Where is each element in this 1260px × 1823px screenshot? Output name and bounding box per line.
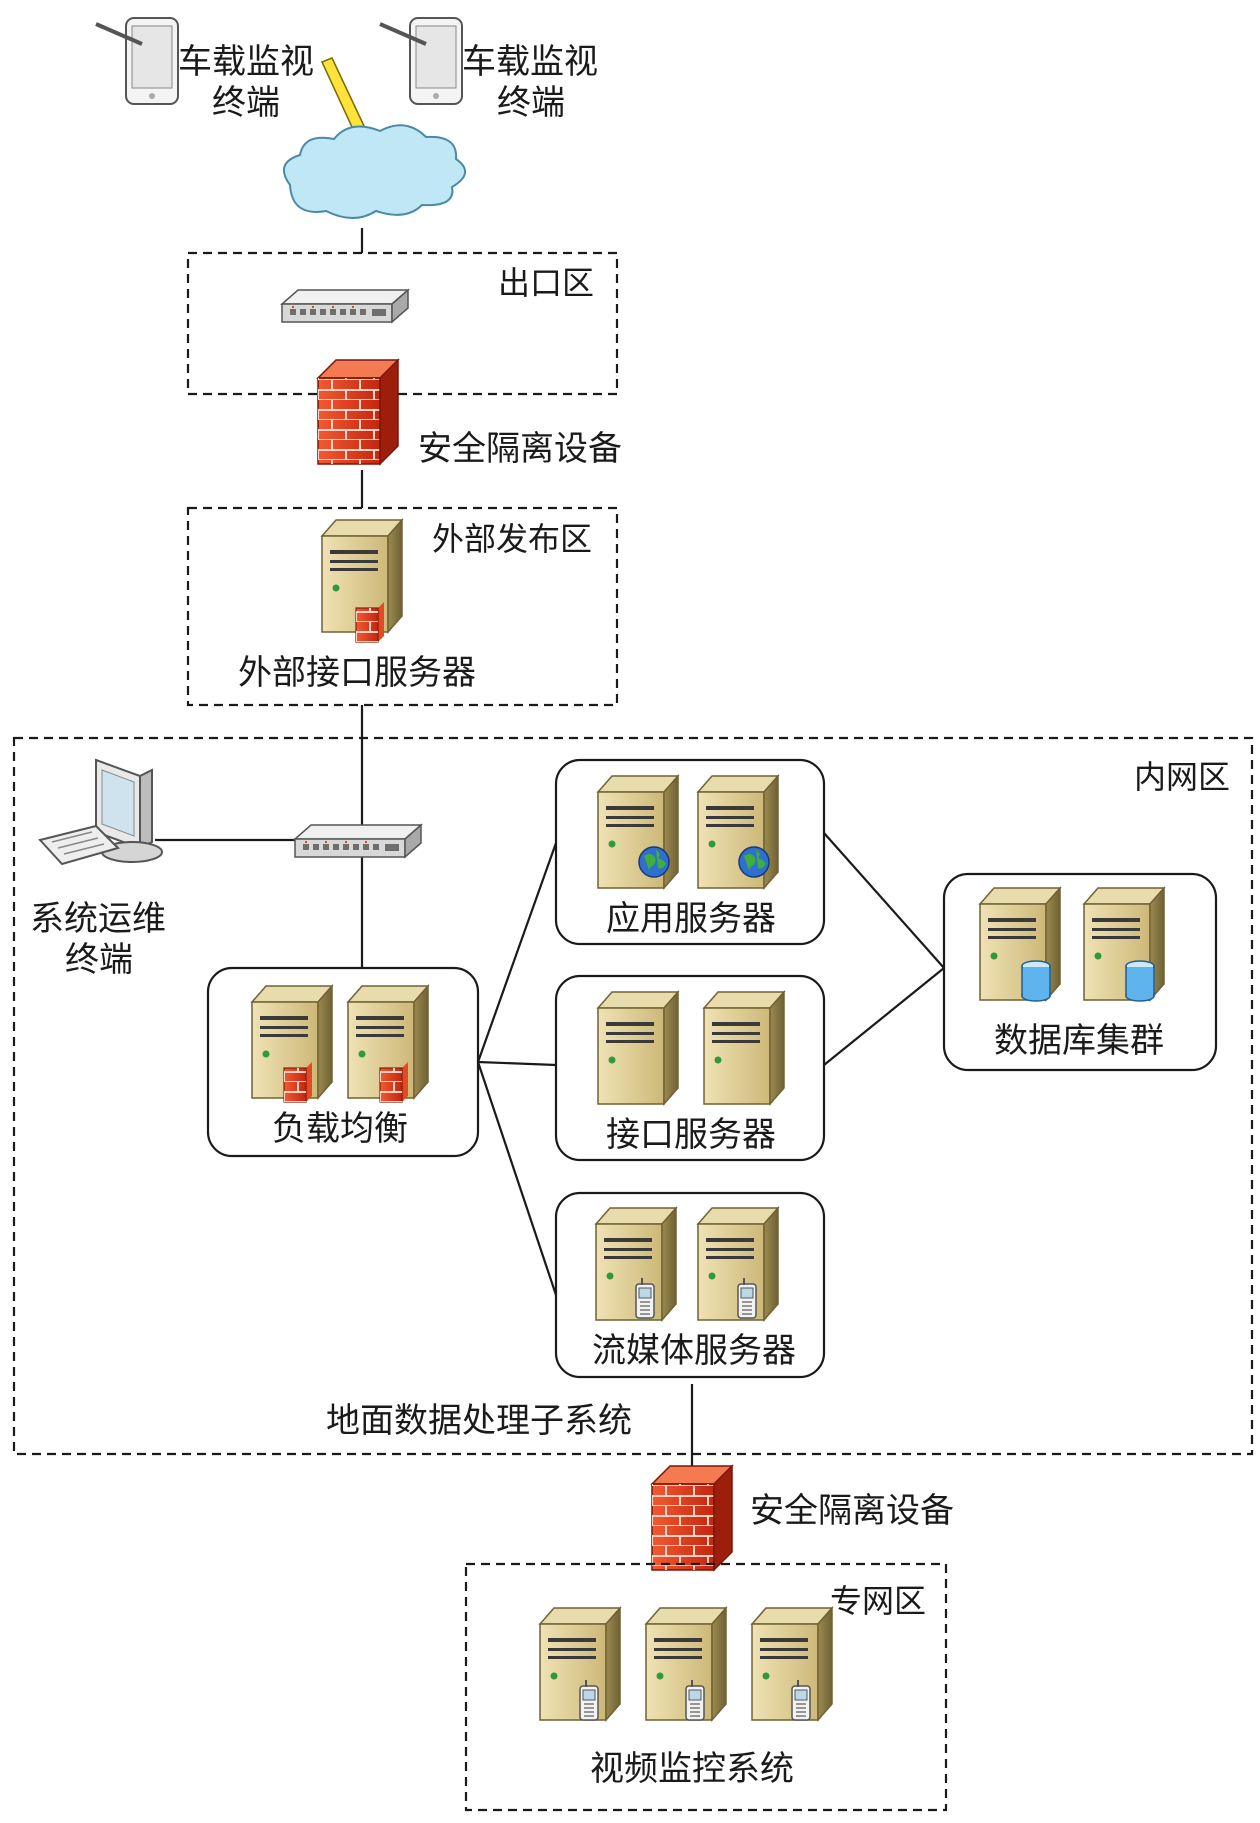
vehicle-terminal-2-line2: 终端 [497,83,565,123]
app-server-label: 应用服务器 [606,899,776,939]
network-switch-icon [281,289,409,323]
interface-server-label: 接口服务器 [606,1115,776,1155]
mobile-phone-icon [791,1679,811,1721]
firewall-icon [651,1465,733,1571]
intranet-zone-label: 内网区 [1134,758,1230,796]
firewall-icon [317,359,399,465]
exit-zone: 出口区 [186,251,619,396]
intranet-zone: 内网区 系统运维 终端 负载均衡 [12,736,1254,1456]
globe-icon [738,846,770,878]
connector-lines [155,228,945,1490]
cloud-icon [282,124,466,219]
ops-terminal: 系统运维 终端 [30,758,166,980]
ops-terminal-line2: 终端 [65,940,133,980]
ops-terminal-line1: 系统运维 [30,899,166,939]
app-server-group: 应用服务器 [554,758,826,946]
database-icon [1125,960,1155,1002]
external-interface-server-label: 外部接口服务器 [238,653,476,693]
tablet-icon [378,16,464,106]
external-publish-zone: 外部发布区 外部接口服务器 [186,506,619,707]
external-zone-label: 外部发布区 [432,520,592,558]
vehicle-terminal-1-line2: 终端 [212,83,280,123]
vehicle-terminal-2-line1: 车载监视 [462,42,598,82]
vehicle-terminal-2: 车载监视 终端 [378,16,598,123]
database-icon [1021,960,1051,1002]
globe-icon [638,846,670,878]
private-zone-label: 专网区 [830,1582,926,1620]
firewall-badge-icon [379,1061,409,1103]
interface-server-group: 接口服务器 [554,974,826,1162]
video-monitoring-label: 视频监控系统 [590,1749,794,1789]
server-icon [597,991,679,1105]
mobile-phone-icon [579,1679,599,1721]
security-isolation-device-top: 安全隔离设备 [317,359,622,469]
mobile-phone-icon [635,1277,655,1319]
vehicle-terminal-1-line1: 车载监视 [178,42,314,82]
security-isolation-device-bottom: 安全隔离设备 [651,1465,954,1571]
load-balancer-label: 负载均衡 [272,1109,408,1149]
database-cluster-label: 数据库集群 [994,1021,1164,1061]
load-balancer-group: 负载均衡 [206,966,480,1158]
mobile-phone-icon [737,1277,757,1319]
firewall-bottom-label: 安全隔离设备 [750,1491,954,1531]
private-network-zone: 专网区 视频监控系统 [464,1562,948,1812]
firewall-badge-icon [355,601,385,643]
database-cluster-group: 数据库集群 [942,872,1218,1072]
workstation-icon [38,758,163,866]
streaming-server-label: 流媒体服务器 [592,1331,796,1371]
network-switch-icon [294,824,422,858]
server-icon [703,991,785,1105]
ground-subsystem-label: 地面数据处理子系统 [326,1401,632,1441]
firewall-top-label: 安全隔离设备 [418,429,622,469]
streaming-server-group: 流媒体服务器 [554,1191,826,1379]
tablet-icon [94,16,180,106]
mobile-phone-icon [685,1679,705,1721]
vehicle-terminal-1: 车载监视 终端 [94,16,314,123]
exit-zone-label: 出口区 [498,264,594,302]
firewall-badge-icon [283,1061,313,1103]
